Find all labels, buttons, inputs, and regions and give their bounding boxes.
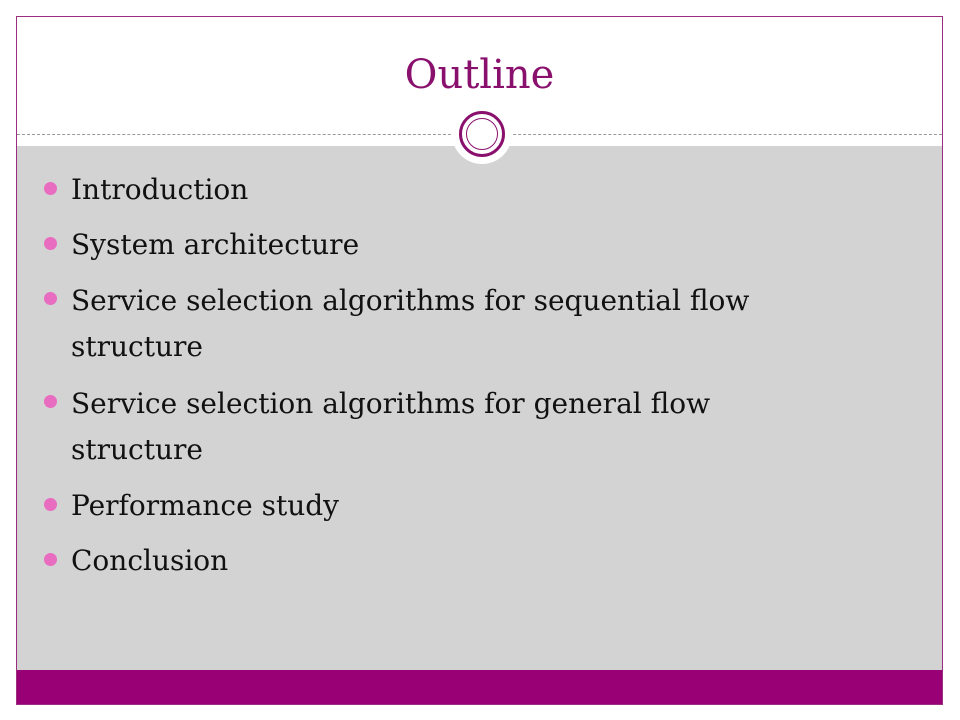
bullet-dot-icon [44,237,57,250]
bullet-dot-icon [44,553,57,566]
bullet-dot-icon [44,498,57,511]
bullet-dot-icon [44,182,57,195]
bullet-item-sequential-flow: Service selection algorithms for sequent… [44,278,904,370]
bullet-dot-icon [44,292,57,305]
bullet-item-system-architecture: System architecture [44,223,904,267]
bullet-item-conclusion: Conclusion [44,539,904,583]
bullet-text: Introduction [71,173,249,206]
bullet-item-performance-study: Performance study [44,484,904,528]
bullet-text: System architecture [71,228,360,261]
bullet-text: Conclusion [71,544,229,577]
bullet-text: Service selection algorithms for sequent… [71,284,750,363]
bullet-text: Service selection algorithms for general… [71,387,711,466]
bullet-item-general-flow: Service selection algorithms for general… [44,381,904,473]
bullet-text: Performance study [71,489,339,522]
slide-title: Outline [404,52,555,98]
content-panel [17,146,942,670]
bullet-item-introduction: Introduction [44,168,904,212]
decorative-inner-circle [466,118,498,150]
bullet-dot-icon [44,395,57,408]
bullet-list: Introduction System architecture Service… [44,168,904,594]
bottom-accent-band [17,670,942,704]
